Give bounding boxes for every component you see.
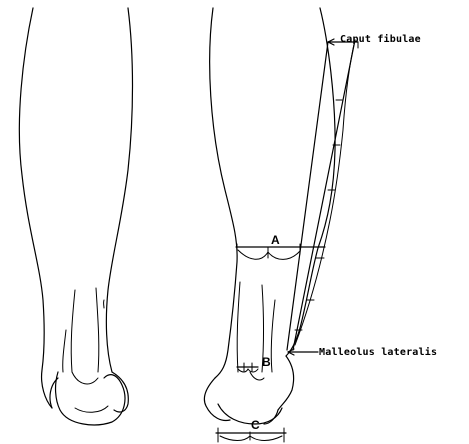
measure-b bbox=[237, 363, 258, 372]
fibula-length-line bbox=[287, 40, 355, 350]
malleolus-lateralis-pointer bbox=[288, 349, 318, 355]
left-leg-outline bbox=[19, 8, 132, 425]
caput-fibulae-label: Caput fibulae bbox=[340, 34, 421, 45]
malleolus-lateralis-label: Malleolus lateralis bbox=[319, 347, 437, 358]
measure-c-label: C bbox=[251, 418, 260, 432]
measure-b-label: B bbox=[262, 355, 271, 369]
measure-a-label: A bbox=[271, 233, 280, 247]
